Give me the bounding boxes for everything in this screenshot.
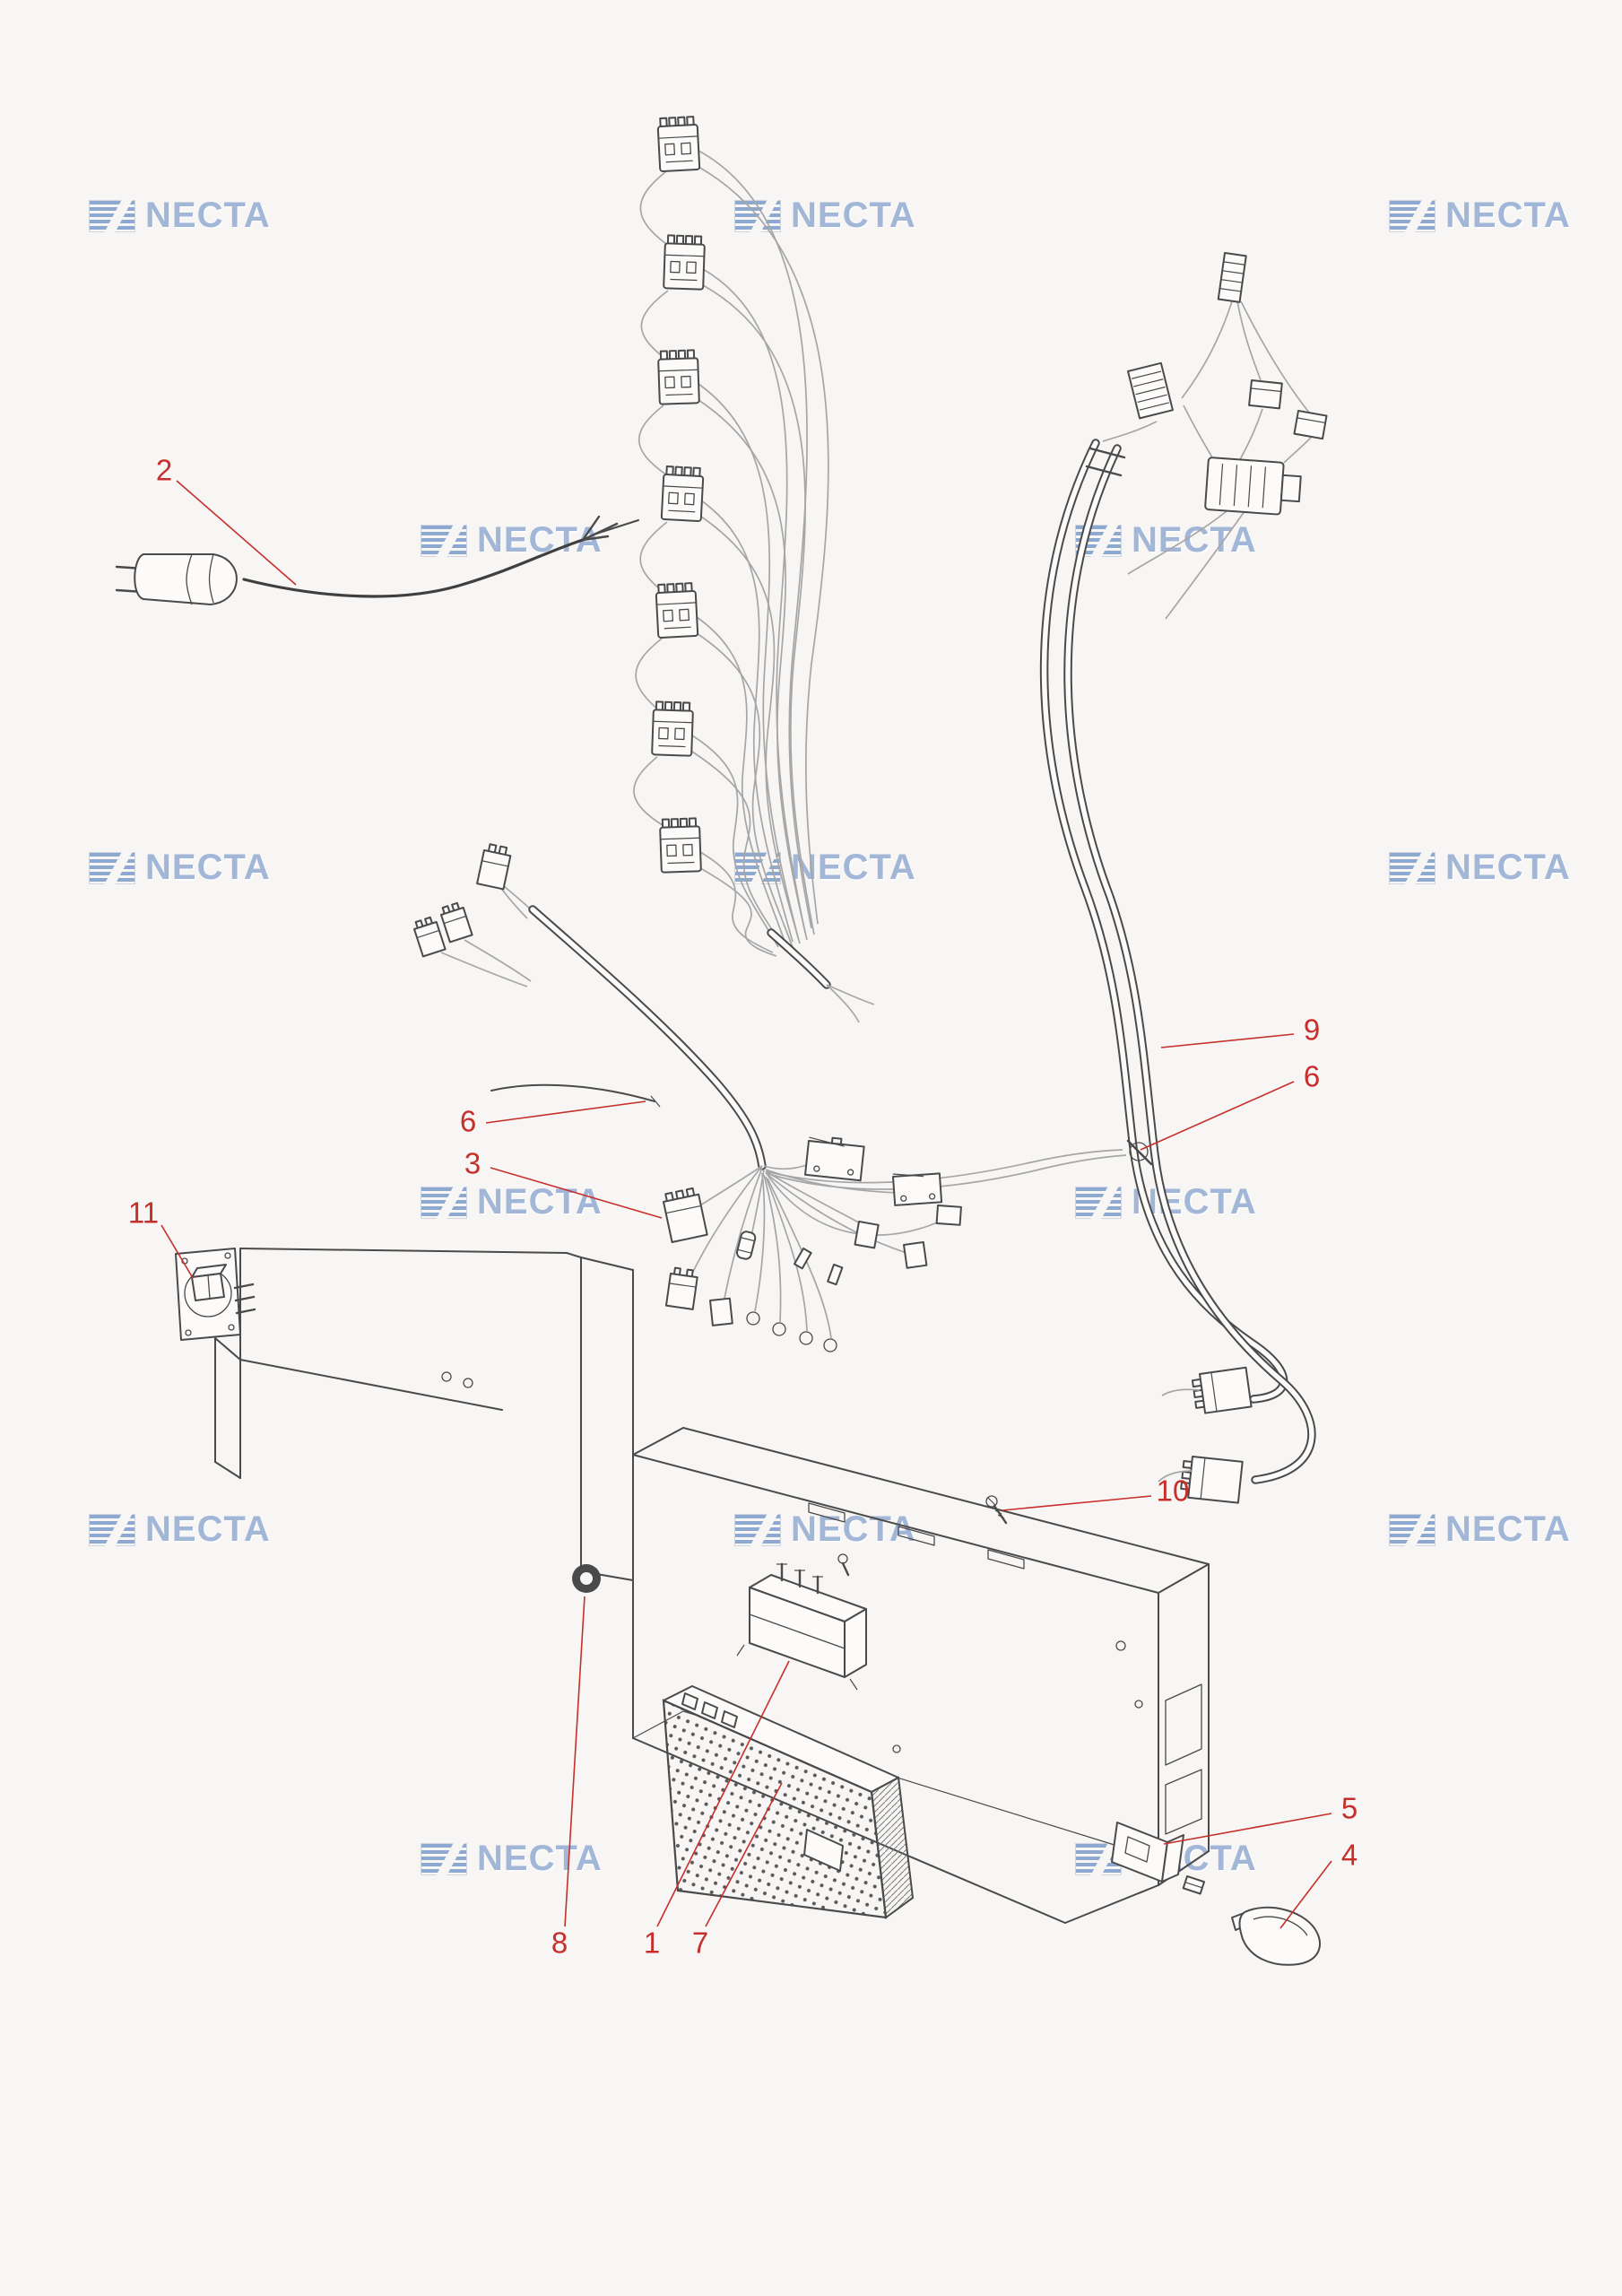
callout-number: 5: [1340, 1791, 1358, 1825]
transformer-screw: [837, 1553, 850, 1577]
necta-watermark-label: NECTA: [145, 848, 271, 887]
fuse-holder: [736, 1231, 757, 1260]
necta-watermark: NECTA: [1390, 1509, 1571, 1550]
strip-connector: [1217, 252, 1247, 303]
necta-logo-icon: [90, 200, 134, 231]
callout-number: 6: [1303, 1059, 1321, 1093]
connector-block: [663, 1187, 708, 1243]
cable-clamp: [1126, 1139, 1153, 1166]
necta-watermark-label: NECTA: [791, 1509, 916, 1549]
callout-number: 8: [551, 1926, 568, 1960]
necta-watermark: NECTA: [90, 1509, 271, 1550]
ground-wire: [490, 1083, 655, 1102]
necta-watermark: NECTA: [735, 1509, 916, 1550]
necta-watermark: NECTA: [735, 196, 916, 236]
terminal-block: [709, 1297, 733, 1326]
callout-number: 2: [155, 453, 173, 487]
callout-number: 10: [1156, 1474, 1190, 1508]
necta-logo-icon: [1390, 200, 1435, 231]
necta-logo-icon: [421, 525, 466, 556]
necta-watermark-label: NECTA: [1445, 196, 1571, 235]
callout-number: 6: [459, 1104, 477, 1138]
mounting-bracket: [1111, 1822, 1206, 1895]
necta-watermark-label: NECTA: [1132, 520, 1257, 560]
connector-block: [664, 1266, 698, 1310]
necta-watermark: NECTA: [1390, 196, 1571, 236]
necta-watermark-label: NECTA: [145, 1509, 271, 1549]
connector-block: [1180, 1456, 1244, 1504]
micro-switch: [804, 1136, 865, 1182]
callout-number: 4: [1340, 1838, 1358, 1872]
callout-number: 7: [691, 1926, 709, 1960]
necta-watermark: NECTA: [1390, 848, 1571, 888]
necta-watermark: NECTA: [90, 848, 271, 888]
necta-logo-icon: [1390, 1514, 1435, 1545]
mounting-screw: [985, 1495, 1008, 1525]
callout-number: 3: [464, 1146, 481, 1180]
callout-number: 9: [1303, 1013, 1321, 1047]
necta-logo-icon: [735, 1514, 780, 1545]
necta-watermark: NECTA: [90, 196, 271, 236]
grommet: [572, 1564, 601, 1593]
middle-wire-harness: [413, 843, 1127, 1352]
necta-watermark-label: NECTA: [791, 196, 916, 235]
ring-terminal: [772, 1322, 786, 1336]
necta-logo-icon: [90, 1514, 134, 1545]
necta-watermark-label: NECTA: [145, 196, 271, 235]
micro-switch: [892, 1172, 943, 1206]
necta-logo-icon: [1390, 852, 1435, 883]
necta-logo-icon: [1076, 1187, 1121, 1218]
ribbon-connector: [1127, 361, 1174, 420]
necta-logo-icon: [90, 852, 134, 883]
callout-number: 1: [643, 1926, 661, 1960]
main-wire-harness: [633, 115, 875, 1023]
necta-watermark-label: NECTA: [1445, 1509, 1571, 1549]
connector-block: [1191, 1366, 1253, 1414]
relay-block: [1204, 457, 1302, 516]
necta-logo-icon: [421, 1187, 466, 1218]
ring-terminal: [746, 1311, 760, 1326]
transformer: [736, 1562, 867, 1691]
ring-terminal: [799, 1331, 813, 1345]
necta-logo-icon: [421, 1843, 466, 1874]
callout-number: 11: [127, 1196, 160, 1230]
necta-watermark-label: NECTA: [1445, 848, 1571, 887]
necta-watermark: NECTA: [1076, 1182, 1257, 1222]
ring-terminal: [823, 1338, 837, 1352]
